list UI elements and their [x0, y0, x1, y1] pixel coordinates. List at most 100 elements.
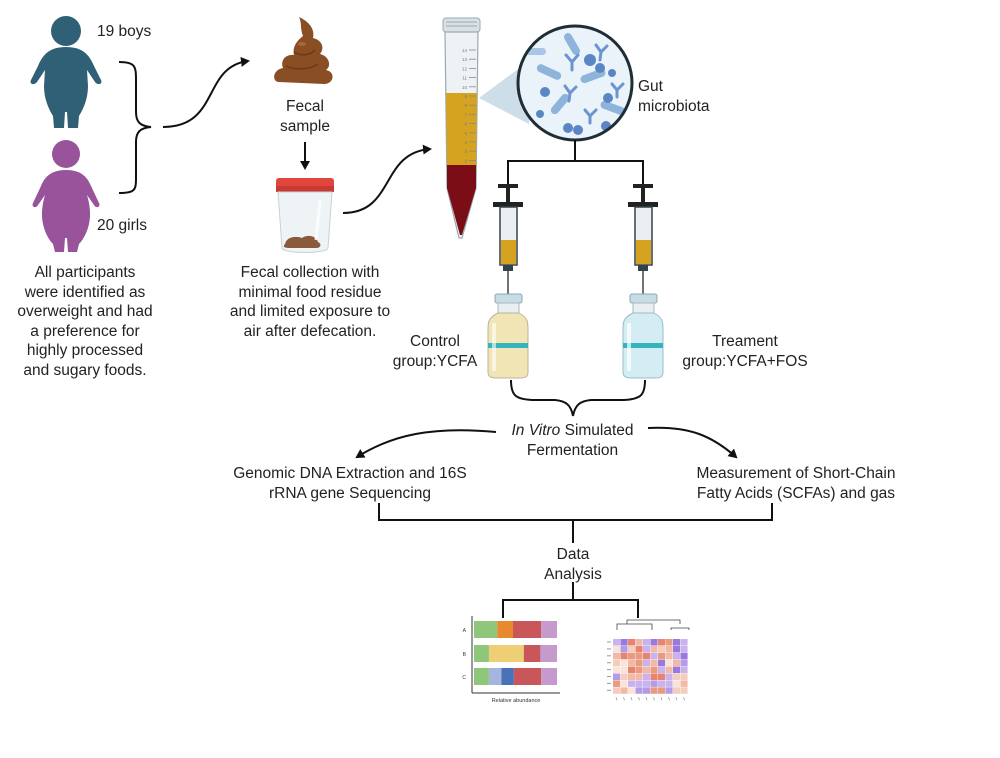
heatmap-cell — [680, 666, 688, 674]
tube-tick-label: 9 — [464, 94, 467, 99]
bar-segment — [513, 668, 542, 685]
heatmap-cell — [665, 659, 673, 667]
heatmap-cell — [680, 652, 688, 660]
vials-brace — [510, 379, 646, 417]
girls-label: 20 girls — [97, 217, 147, 234]
participants-description: All participants were identified as over… — [17, 264, 153, 379]
treatment-syringe-icon — [628, 184, 658, 304]
heatmap-cell — [613, 673, 621, 680]
heatmap-cell — [665, 645, 673, 653]
heatmap-cell — [628, 652, 636, 660]
heatmap-cell — [650, 673, 658, 680]
bar-segment — [541, 621, 557, 638]
heatmap-cell — [628, 680, 636, 687]
bar-segment — [474, 621, 498, 638]
heatmap-cell — [635, 687, 643, 694]
heatmap-cell — [643, 666, 651, 674]
heatmap-cell — [650, 659, 658, 667]
bar-segment — [474, 668, 489, 685]
heatmap-cell — [635, 673, 643, 680]
bar-segment — [513, 621, 542, 638]
heatmap-cell — [680, 687, 688, 694]
heatmap-col-tick — [675, 697, 678, 701]
heatmap-cell — [650, 666, 658, 674]
heatmap-cell — [635, 639, 643, 646]
heatmap-cell — [643, 652, 651, 660]
tube-tick-label: 2 — [464, 158, 467, 163]
treatment-group-label: Treament group:YCFA+FOS — [682, 333, 808, 370]
participants-brace — [118, 61, 152, 194]
sample-container-icon — [276, 178, 334, 253]
fermentation-rest: Simulated — [560, 422, 634, 439]
bar-segment — [541, 668, 557, 685]
tube-tick-label: 11 — [462, 76, 467, 81]
heatmap-cell — [658, 659, 666, 667]
heatmap-cell — [628, 687, 636, 694]
heatmap-cell — [658, 673, 666, 680]
bar-segment — [497, 621, 514, 638]
heatmap-cell — [613, 659, 621, 667]
heatmap-cell — [658, 680, 666, 687]
heatmap-cell — [628, 639, 636, 646]
control-vial-icon — [487, 293, 529, 379]
gut-microbiota-label: Gut microbiota — [638, 78, 710, 115]
treatment-vial-icon — [622, 293, 664, 379]
scfa-label: Measurement of Short-Chain Fatty Acids (… — [696, 465, 896, 502]
heatmap-cell — [658, 687, 666, 694]
arrow-to-fecal-sample — [162, 56, 250, 128]
heatmap-cell — [620, 680, 628, 687]
bar-row-label: C — [462, 675, 466, 681]
heatmap-cell — [613, 666, 621, 674]
bar-segment — [488, 668, 502, 685]
bar-row-label: B — [463, 652, 467, 658]
heatmap-cell — [673, 639, 681, 646]
tube-tick-label: 5 — [464, 131, 467, 136]
gut-microbiota-icon — [516, 24, 634, 142]
heatmap-cell — [620, 673, 628, 680]
heatmap-cell — [643, 673, 651, 680]
arrow-to-sequencing — [355, 429, 497, 459]
heatmap-cell — [650, 652, 658, 660]
heatmap-col-tick — [660, 697, 663, 701]
heatmap-col-tick — [668, 697, 670, 701]
heatmap-cell — [673, 659, 681, 667]
bar-segment — [488, 645, 524, 662]
heatmap-col-tick — [623, 697, 625, 701]
tube-tick-label: 4 — [464, 140, 467, 145]
heatmap-cell — [643, 645, 651, 653]
merge-bracket — [378, 503, 773, 543]
heatmap-col-tick — [645, 697, 648, 701]
heatmap-cell — [665, 639, 673, 646]
heatmap-cell — [613, 639, 621, 646]
heatmap-col-tick — [615, 697, 618, 701]
heatmap-cell — [620, 659, 628, 667]
tube-tick-label: 3 — [464, 149, 467, 154]
fecal-collection-note: Fecal collection with minimal food resid… — [229, 264, 391, 340]
tube-tick-label: 6 — [464, 122, 467, 127]
girl-figure-icon — [32, 140, 100, 252]
heatmap-cell — [635, 645, 643, 653]
arrow-to-scfa — [647, 426, 738, 459]
heatmap-cell — [665, 687, 673, 694]
heatmap-cell — [658, 645, 666, 653]
bar-segment — [523, 645, 541, 662]
control-group-label: Control group:YCFA — [392, 333, 478, 370]
tube-tick-label: 13 — [462, 57, 468, 62]
heatmap-cell — [650, 645, 658, 653]
fecal-sample-label: Fecal sample — [280, 98, 330, 135]
heatmap-cell — [680, 639, 688, 646]
heatmap-cell — [620, 645, 628, 653]
heatmap-cell — [613, 687, 621, 694]
tube-tick-label: 7 — [464, 112, 467, 117]
heatmap-cell — [628, 673, 636, 680]
boys-label: 19 boys — [97, 23, 152, 40]
tube-tick-label: 12 — [462, 66, 468, 71]
split-bracket-plots — [502, 582, 639, 618]
heatmap-cell — [673, 666, 681, 674]
heatmap-col-tick — [653, 697, 655, 701]
heatmap-cell — [650, 639, 658, 646]
